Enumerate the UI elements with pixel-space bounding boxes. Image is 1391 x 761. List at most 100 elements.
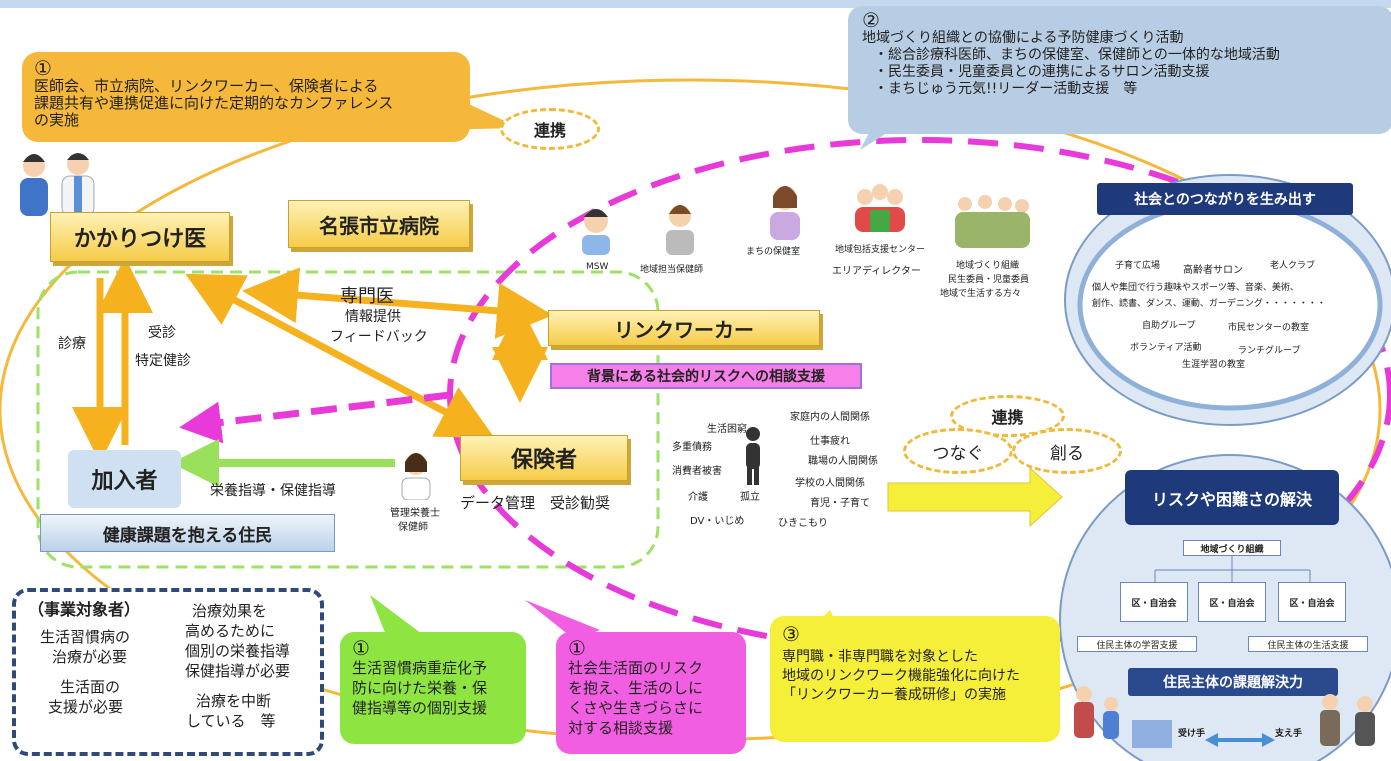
callout-social-support: ① 社会生活面のリスク を抱え、生活のしに くさや生きづらさに 対する相談支援 [556,632,746,754]
callout-text-line: 地域づくり組織との協働による予防健康づくり活動 [862,30,1184,46]
social-item-sosaku: 創作、読書、ダンス、運動、ガーデニング・・・・・・・ [1092,299,1326,309]
houkatsu-group-icon [855,184,905,232]
top-strip [0,0,1391,8]
callout-regional-activity: ② 地域づくり組織との協働による予防健康づくり活動 ・総合診療科医師、まちの保健… [848,6,1391,134]
callout-text-line: 社会生活面のリスク [568,659,704,677]
chiiki-seikatsu-label: 地域で生活する方々 [940,289,1022,299]
target-right-line3: 個別の栄養指導 [185,642,291,660]
social-item-hobby: 個人や集団で行う趣味やスポーツ等、音楽、美術、 [1092,283,1299,293]
msw-person-icon [582,209,610,255]
callout-text-line: 健指導等の個別支援 [352,699,488,717]
callout-nutrition-support: ① 生活習慣病重症化予 防に向けた栄養・保 健指導等の個別支援 [340,632,526,744]
seikatsu-support-box: 住民主体の生活支援 [1248,636,1368,652]
social-item-volunteer: ボランティア活動 [1130,343,1202,353]
area-director-label: エリアディレクター [832,266,921,277]
risk-seikatsu-konkyu: 生活困窮 [707,424,747,435]
yellow-arrow [887,466,1063,528]
callout-text-line: 課題共有や連携促進に向けた定期的なカンファレンス [34,94,394,112]
chiiki-soshiki-label: 地域づくり組織 [956,261,1020,271]
risk-kateinai: 家庭内の人間関係 [790,412,870,423]
health-nurse-icon [666,205,694,255]
renkei-pill-top: 連携 [500,108,600,150]
family-doctor-box: かかりつけ医 [50,212,230,262]
callout-text-line: くさや生きづらさに [568,699,704,717]
callout-text-line: を抱え、生活のしに [568,679,704,697]
chiiki-hokenshi-label: 地域担当保健師 [640,265,704,275]
callout-number: ① [34,56,52,80]
callout-number: ② [862,8,880,32]
risk-shigoto: 仕事疲れ [810,436,850,447]
risk-gakko: 学校の人間関係 [795,478,865,489]
link-worker-box: リンクワーカー [548,310,820,346]
target-persons-box [12,588,324,756]
target-right-line2: 高めるために [185,622,276,640]
houkatsu-label: 地域包括支援センター [835,245,926,255]
target-left-line4: 支援が必要 [48,698,124,716]
social-item-shimin: 市民センターの教室 [1228,323,1310,333]
nutrition-guidance-label: 栄養指導・保健指導 [210,483,336,499]
risk-shohisha: 消費者被害 [672,466,722,477]
msw-label: MSW [586,262,609,272]
residents-left-icon [1074,686,1172,748]
member-box: 加入者 [68,450,181,508]
dietitian-label: 管理栄養士 [390,508,440,519]
machi-hokenshitsu-label: まちの保健室 [746,247,801,257]
callout-text-line: 「リンクワーカー養成研修」の実施 [782,687,1006,703]
risk-ikuji: 育児・子育て [810,498,870,509]
callout-text-line: 対する相談支援 [568,719,674,737]
dietitian-icon [401,453,431,500]
target-right-line6: している 等 [186,712,276,730]
target-left-line1: 生活習慣病の [40,628,131,646]
callout-text-line: ・民生委員・児童委員との連携によるサロン活動支援 [874,64,1210,80]
ku-jichikai-box-3: 区・自治会 [1278,582,1346,622]
risk-solution-title: リスクや困難さの解決 [1125,470,1339,525]
risk-tajuu-saimu: 多重債務 [672,442,712,453]
callout-text-line: の実施 [34,111,80,129]
community-group-icon [955,195,1030,248]
ku-jichikai-box-2: 区・自治会 [1198,582,1266,622]
nabari-hospital-box: 名張市立病院 [288,200,470,248]
callout-text-line: ・総合診療科医師、まちの保健室、保健師との一体的な地域活動 [874,47,1280,63]
specialist-label: 専門医 [340,286,394,307]
risk-hikikomori: ひきこもり [778,518,828,529]
target-right-line5: 治療を中断 [196,692,272,710]
social-item-rojin: 老人クラブ [1270,261,1316,271]
insurer-sub-label: データ管理 受診勧奨 [460,494,611,512]
tokutei-label: 特定健診 [135,353,191,369]
target-left-line2: 治療が必要 [52,648,128,666]
risk-dv: DV・いじめ [690,516,745,527]
ukete-label: 受け手 [1178,729,1206,739]
nurse-label: 保健師 [398,522,428,533]
callout-text-line: 生活習慣病重症化予 [352,659,488,677]
callout-number: ③ [782,622,800,646]
callout-text-line: 地域のリンクワーク機能強化に向けた [782,668,1020,684]
tsunagu-pill: つなぐ [903,428,1013,474]
chiiki-soshiki-box: 地域づくり組織 [1183,540,1281,556]
tsukuru-pill: 創る [1012,428,1122,474]
risk-koritsu: 孤立 [740,492,760,503]
target-title: （事業対象者） [28,600,141,619]
gakushu-support-box: 住民主体の学習支援 [1077,636,1197,652]
callout-text-line: 医師会、市立病院、リンクワーカー、保険者による [34,77,379,95]
callout-text-line: ・まちじゅう元気!!リーダー活動支援 等 [874,81,1138,97]
callout-text-line: 防に向けた栄養・保 [352,679,488,697]
ku-jichikai-box-1: 区・自治会 [1120,582,1188,622]
target-left-line3: 生活面の [60,678,121,696]
isolated-person-icon [746,427,760,485]
risk-shokuba: 職場の人間関係 [808,456,878,467]
machi-hokenshitsu-icon [770,186,800,240]
social-item-shogai: 生涯学習の教室 [1182,360,1246,370]
info-provide-label: 情報提供 [345,309,401,325]
health-issue-residents-box: 健康課題を抱える住民 [40,514,335,552]
risk-kaigo: 介護 [688,492,708,503]
jushin-label: 受診 [148,325,176,341]
shinryo-label: 診療 [58,336,86,352]
problem-solving-title: 住民主体の課題解決力 [1128,668,1338,696]
callout-training: ③ 専門職・非専門職を対象とした 地域のリンクワーク機能強化に向けた 「リンクワ… [770,616,1060,742]
social-item-kosodate: 子育て広場 [1115,261,1161,271]
doctor-patient-icon [20,153,95,216]
social-item-salon: 高齢者サロン [1183,265,1243,276]
minsei-label: 民生委員・児童委員 [948,275,1030,285]
feedback-label: フィードバック [330,329,428,345]
